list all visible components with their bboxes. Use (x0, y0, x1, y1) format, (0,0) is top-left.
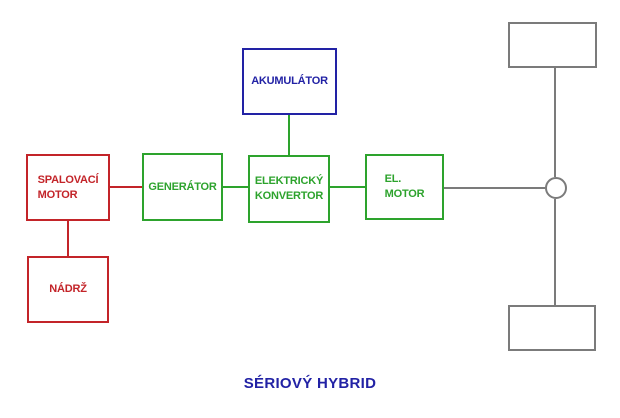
box-electric-motor-label: EL. MOTOR (384, 173, 425, 200)
axle-shaft-top (554, 68, 556, 177)
axle-shaft-bottom (554, 199, 556, 305)
link-generator-converter (223, 186, 248, 188)
box-tank-label: NÁDRŽ (49, 283, 87, 296)
box-combustion-engine: SPALOVACÍ MOTOR (26, 154, 110, 221)
wheel-bottom (508, 305, 596, 351)
link-engine-generator (110, 186, 142, 188)
box-combustion-engine-label: SPALOVACÍ MOTOR (37, 173, 99, 201)
diagram-title: SÉRIOVÝ HYBRID (243, 375, 377, 392)
box-generator: GENERÁTOR (142, 153, 223, 221)
box-electric-motor: EL. MOTOR (365, 154, 444, 220)
link-engine-tank (67, 221, 69, 256)
link-converter-motor (330, 186, 365, 188)
link-accumulator-converter (288, 115, 290, 155)
wheel-top (508, 22, 597, 68)
box-tank: NÁDRŽ (27, 256, 109, 323)
link-motor-axle (444, 187, 545, 189)
box-generator-label: GENERÁTOR (148, 180, 217, 193)
box-accumulator: AKUMULÁTOR (242, 48, 337, 115)
box-converter: ELEKTRICKÝ KONVERTOR (248, 155, 330, 223)
axle-circle (545, 177, 567, 199)
box-accumulator-label: AKUMULÁTOR (251, 75, 328, 88)
box-converter-label: ELEKTRICKÝ KONVERTOR (254, 175, 324, 202)
